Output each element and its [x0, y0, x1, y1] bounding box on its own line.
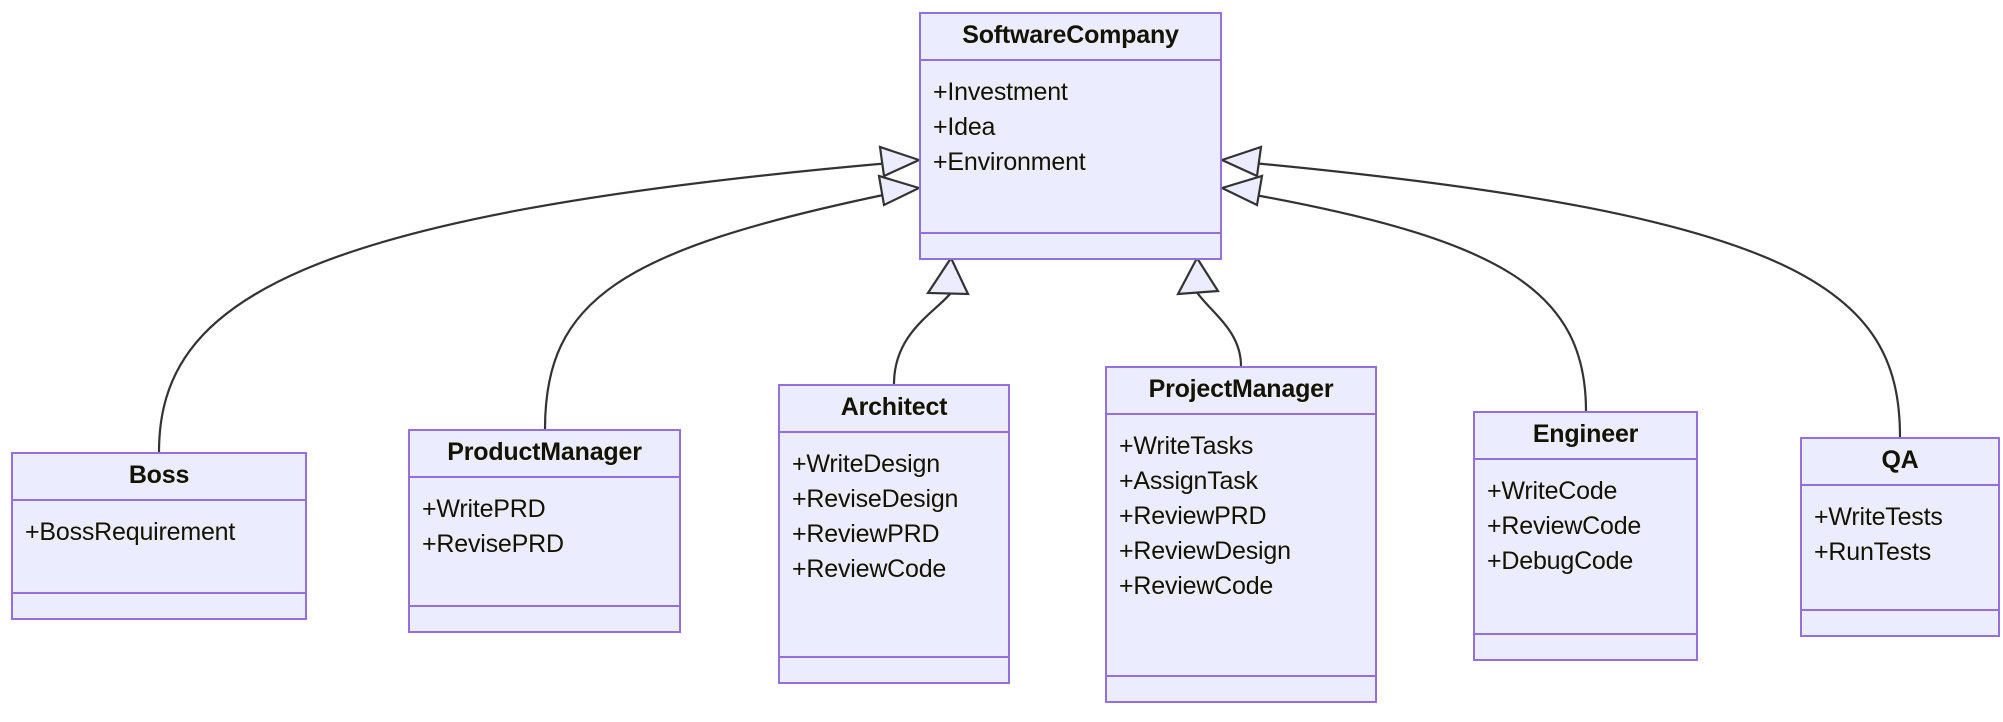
class-member: +ReviewPRD: [1119, 502, 1267, 530]
class-members-productmanager: +WritePRD +RevisePRD: [410, 478, 679, 607]
hollow-triangle-arrowhead: [1176, 255, 1220, 296]
class-title-qa: QA: [1802, 439, 1998, 486]
class-members-qa: +WriteTests +RunTests: [1802, 486, 1998, 611]
hollow-triangle-arrowhead: [877, 174, 923, 207]
class-title-projectmanager: ProjectManager: [1107, 368, 1375, 415]
edge-architect-to-softwarecompany: [892, 255, 970, 385]
class-members-projectmanager: +WriteTasks +AssignTask +ReviewPRD +Revi…: [1107, 415, 1375, 677]
hollow-triangle-arrowhead: [925, 255, 970, 296]
class-member: +WriteDesign: [792, 450, 940, 478]
class-methods-architect: [780, 658, 1008, 682]
class-members-architect: +WriteDesign +ReviseDesign +ReviewPRD +R…: [780, 433, 1008, 658]
class-node-architect[interactable]: Architect +WriteDesign +ReviseDesign +Re…: [778, 384, 1010, 684]
hollow-triangle-arrowhead: [878, 145, 922, 178]
class-member: +RunTests: [1814, 538, 1932, 566]
class-title-productmanager: ProductManager: [410, 431, 679, 478]
hollow-triangle-arrowhead: [1219, 145, 1263, 178]
class-members-boss: +BossRequirement: [13, 501, 305, 594]
class-methods-projectmanager: [1107, 677, 1375, 701]
class-title-softwarecompany: SoftwareCompany: [921, 14, 1220, 61]
class-member: +Idea: [933, 113, 996, 141]
class-methods-qa: [1802, 611, 1998, 635]
class-member: +ReviewCode: [1119, 572, 1274, 600]
class-node-engineer[interactable]: Engineer +WriteCode +ReviewCode +DebugCo…: [1473, 411, 1698, 661]
class-methods-softwarecompany: [921, 234, 1220, 258]
class-member: +BossRequirement: [25, 518, 236, 546]
class-member: +WriteTasks: [1119, 432, 1254, 460]
class-member: +ReviewCode: [1487, 512, 1642, 540]
class-member: +AssignTask: [1119, 467, 1258, 495]
class-members-engineer: +WriteCode +ReviewCode +DebugCode: [1475, 460, 1696, 635]
class-member: +ReviewDesign: [1119, 537, 1291, 565]
class-methods-engineer: [1475, 635, 1696, 659]
class-methods-boss: [13, 594, 305, 618]
class-node-qa[interactable]: QA +WriteTests +RunTests: [1800, 437, 2000, 637]
class-member: +ReviseDesign: [792, 485, 959, 513]
class-members-softwarecompany: +Investment +Idea +Environment: [921, 61, 1220, 234]
class-node-projectmanager[interactable]: ProjectManager +WriteTasks +AssignTask +…: [1105, 366, 1377, 703]
class-member: +ReviewPRD: [792, 520, 940, 548]
class-member: +Investment: [933, 78, 1068, 106]
class-methods-productmanager: [410, 607, 679, 631]
class-member: +WriteCode: [1487, 477, 1618, 505]
class-member: +WriteTests: [1814, 503, 1943, 531]
class-node-boss[interactable]: Boss +BossRequirement: [11, 452, 307, 620]
class-member: +ReviewCode: [792, 555, 947, 583]
class-node-productmanager[interactable]: ProductManager +WritePRD +RevisePRD: [408, 429, 681, 633]
class-member: +WritePRD: [422, 495, 546, 523]
class-title-boss: Boss: [13, 454, 305, 501]
edge-projectmanager-to-softwarecompany: [1176, 255, 1243, 367]
class-member: +RevisePRD: [422, 530, 564, 558]
class-title-architect: Architect: [780, 386, 1008, 433]
hollow-triangle-arrowhead: [1218, 174, 1264, 207]
class-title-engineer: Engineer: [1475, 413, 1696, 460]
class-member: +DebugCode: [1487, 547, 1634, 575]
class-node-softwarecompany[interactable]: SoftwareCompany +Investment +Idea +Envir…: [919, 12, 1222, 260]
class-member: +Environment: [933, 148, 1086, 176]
